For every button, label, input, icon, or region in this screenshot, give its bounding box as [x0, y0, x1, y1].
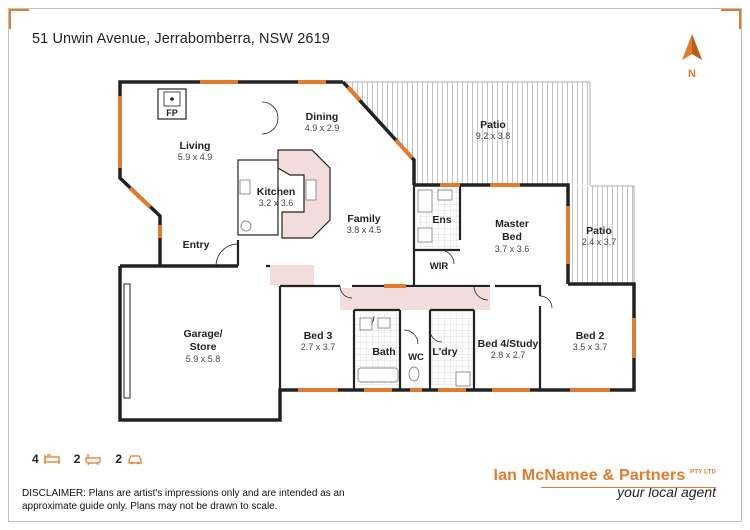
bed-icon: [44, 454, 60, 464]
family-dim: 3.8 x 4.5: [347, 225, 382, 235]
plan-frame: [8, 8, 742, 522]
car-spaces-count: 2: [115, 452, 143, 466]
kitchen-label: Kitchen: [257, 186, 296, 198]
patio-main-dim: 9.2 x 3.8: [476, 131, 511, 141]
bed2-label: Bed 2: [576, 330, 605, 342]
agency-tagline: your local agent: [617, 484, 716, 500]
wir-label: WIR: [430, 261, 449, 272]
bath-icon: [85, 454, 102, 465]
master-bed-label-line1: Master: [495, 218, 529, 230]
bedrooms-count: 4: [32, 452, 60, 466]
north-arrow-icon: N: [682, 34, 702, 80]
wc-label: WC: [408, 352, 424, 363]
patio-side-label: Patio: [586, 225, 612, 237]
bathrooms-value: 2: [73, 452, 81, 466]
bed2-dim: 3.5 x 3.7: [573, 342, 608, 352]
dining-label: Dining: [306, 111, 339, 123]
bathrooms-count: 2: [74, 452, 102, 466]
bed4-label: Bed 4/Study: [478, 338, 539, 350]
living-dim: 5.9 x 4.9: [178, 152, 213, 162]
agency-branding: Ian McNamee & Partners PTY LTD your loca…: [493, 467, 716, 500]
feature-legend: 4 2 2: [32, 452, 143, 466]
property-address: 51 Unwin Avenue, Jerrabomberra, NSW 2619: [32, 31, 330, 47]
agency-name: Ian McNamee & Partners: [493, 467, 686, 484]
agency-divider: [541, 487, 716, 488]
bedrooms-value: 4: [32, 452, 39, 466]
patio-main-label: Patio: [480, 119, 506, 131]
garage-label-line1: Garage/: [183, 328, 222, 340]
garage-dim: 5.9 x 5.8: [186, 354, 221, 364]
ensuite-label: Ens: [432, 214, 451, 226]
family-label: Family: [347, 213, 380, 225]
bed4-dim: 2.8 x 2.7: [491, 350, 526, 360]
entry-label: Entry: [183, 239, 210, 251]
patio-side-dim: 2.4 x 3.7: [582, 237, 617, 247]
bed3-dim: 2.7 x 3.7: [301, 342, 336, 352]
bed3-label: Bed 3: [304, 330, 333, 342]
patio-main-deck: [343, 82, 590, 185]
living-label: Living: [180, 140, 211, 152]
car-icon: [128, 455, 142, 465]
agency-pty: PTY LTD: [690, 469, 716, 476]
kitchen-dim: 3.2 x 3.6: [259, 198, 294, 208]
master-bed-dim: 3.7 x 3.6: [495, 244, 530, 254]
dining-dim: 4.9 x 2.9: [305, 123, 340, 133]
bath-label: Bath: [372, 346, 395, 358]
car-spaces-value: 2: [115, 452, 123, 466]
compass-label: N: [688, 68, 696, 80]
garage-label-line2: Store: [190, 341, 217, 353]
master-bed-label-line2: Bed: [502, 231, 522, 243]
agency-logo: Ian McNamee & Partners PTY LTD: [493, 467, 716, 485]
fireplace-label: FP: [166, 108, 178, 118]
disclaimer-text: DISCLAIMER: Plans are artist's impressio…: [22, 488, 345, 512]
patio-side-deck: [568, 186, 634, 284]
laundry-label: L'dry: [432, 346, 457, 358]
